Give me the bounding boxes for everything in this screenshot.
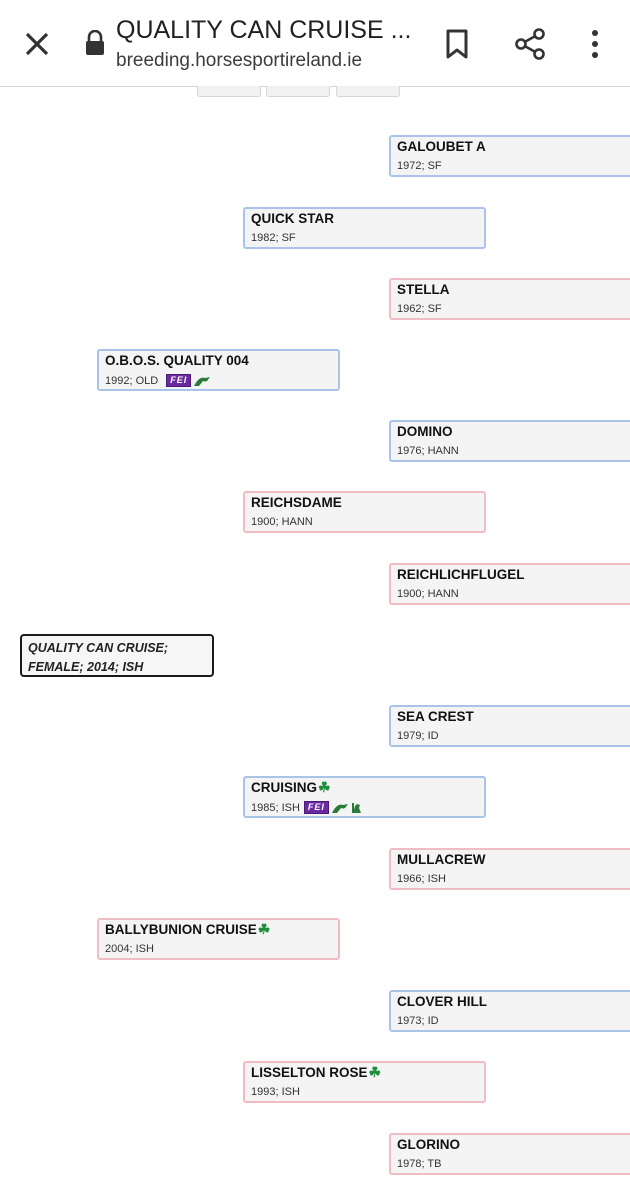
pedigree-card-reichlichflugel[interactable]: REICHLICHFLUGEL 1900; HANN (389, 563, 630, 605)
horse-details: 1982; SF (251, 232, 296, 244)
fei-badge[interactable]: FEI (303, 801, 329, 814)
horse-name: QUICK STAR (251, 211, 334, 226)
horse-name: DOMINO (397, 424, 453, 439)
pedigree-card-lisselton-rose[interactable]: LISSELTON ROSE ☘ 1993; ISH (243, 1061, 486, 1103)
horse-name: O.B.O.S. QUALITY 004 (105, 353, 249, 368)
subject-line-2: FEMALE; 2014; ISH (28, 660, 144, 674)
horse-details: 1976; HANN (397, 445, 459, 457)
horse-name: MULLACREW (397, 852, 486, 867)
horse-name: SEA CREST (397, 709, 474, 724)
dressage-icon[interactable] (351, 802, 363, 814)
horse-name: LISSELTON ROSE (251, 1065, 368, 1080)
horse-name: STELLA (397, 282, 450, 297)
horse-details: 1973; ID (397, 1015, 439, 1027)
pedigree-card-obos-quality[interactable]: O.B.O.S. QUALITY 004 1992; OLD FEI (97, 349, 340, 391)
pedigree-card-sea-crest[interactable]: SEA CREST 1979; ID (389, 705, 630, 747)
lock-icon (86, 30, 104, 55)
tab-stub[interactable] (336, 86, 400, 97)
horse-name: GALOUBET A (397, 139, 486, 154)
pedigree-card-cruising[interactable]: CRUISING ☘ 1985; ISH FEI (243, 776, 486, 818)
pedigree-card-glorino[interactable]: GLORINO 1978; TB (389, 1133, 630, 1175)
horse-name: REICHLICHFLUGEL (397, 567, 525, 582)
horse-name: GLORINO (397, 1137, 460, 1152)
browser-toolbar: QUALITY CAN CRUISE ... breeding.horsespo… (0, 0, 630, 87)
horse-name: CLOVER HILL (397, 994, 487, 1009)
share-icon[interactable] (512, 26, 548, 62)
tab-stub[interactable] (197, 86, 261, 97)
shamrock-icon: ☘ (368, 1064, 382, 1080)
bookmark-icon[interactable] (441, 27, 473, 61)
horse-details: 1966; ISH (397, 873, 446, 885)
pedigree-card-clover-hill[interactable]: CLOVER HILL 1973; ID (389, 990, 630, 1032)
pedigree-card-quick-star[interactable]: QUICK STAR 1982; SF (243, 207, 486, 249)
pedigree-card-reichsdame[interactable]: REICHSDAME 1900; HANN (243, 491, 486, 533)
horse-name-row: BALLYBUNION CRUISE ☘ (105, 922, 270, 937)
horse-details: 1978; TB (397, 1158, 442, 1170)
horse-details: 1992; OLD (105, 374, 159, 387)
horse-details: 1962; SF (397, 303, 442, 315)
pedigree-card-ballybunion-cruise[interactable]: BALLYBUNION CRUISE ☘ 2004; ISH (97, 918, 340, 960)
horse-name: REICHSDAME (251, 495, 342, 510)
horse-details: 2004; ISH (105, 943, 154, 955)
show-jumping-icon[interactable] (331, 802, 349, 814)
fei-badge[interactable]: FEI (166, 374, 192, 387)
horse-name: CRUISING (251, 780, 318, 795)
pedigree-card-galoubet-a[interactable]: GALOUBET A 1972; SF (389, 135, 630, 177)
page-title: QUALITY CAN CRUISE ... (116, 16, 412, 44)
subject-line-1: QUALITY CAN CRUISE; (28, 641, 169, 655)
shamrock-icon: ☘ (257, 921, 271, 937)
horse-details-row: 1985; ISH FEI (251, 801, 363, 814)
pedigree-card-mullacrew[interactable]: MULLACREW 1966; ISH (389, 848, 630, 890)
horse-details: 1993; ISH (251, 1086, 300, 1098)
horse-details: 1985; ISH (251, 801, 300, 814)
pedigree-card-domino[interactable]: DOMINO 1976; HANN (389, 420, 630, 462)
pedigree-card-stella[interactable]: STELLA 1962; SF (389, 278, 630, 320)
shamrock-icon: ☘ (318, 779, 331, 795)
horse-name: BALLYBUNION CRUISE (105, 922, 257, 937)
tab-stub[interactable] (266, 86, 330, 97)
menu-icon[interactable] (584, 27, 606, 61)
horse-details: 1900; HANN (397, 588, 459, 600)
horse-name-row: LISSELTON ROSE ☘ (251, 1065, 381, 1080)
horse-details-row: 1992; OLD FEI (105, 374, 211, 387)
horse-details: 1979; ID (397, 730, 439, 742)
subject-horse-card[interactable]: QUALITY CAN CRUISE; FEMALE; 2014; ISH (20, 634, 214, 677)
show-jumping-icon[interactable] (193, 375, 211, 387)
horse-name-row: CRUISING ☘ (251, 780, 331, 795)
horse-details: 1972; SF (397, 160, 442, 172)
page-url[interactable]: breeding.horsesportireland.ie (116, 50, 363, 71)
close-icon[interactable] (20, 27, 54, 61)
horse-details: 1900; HANN (251, 516, 313, 528)
